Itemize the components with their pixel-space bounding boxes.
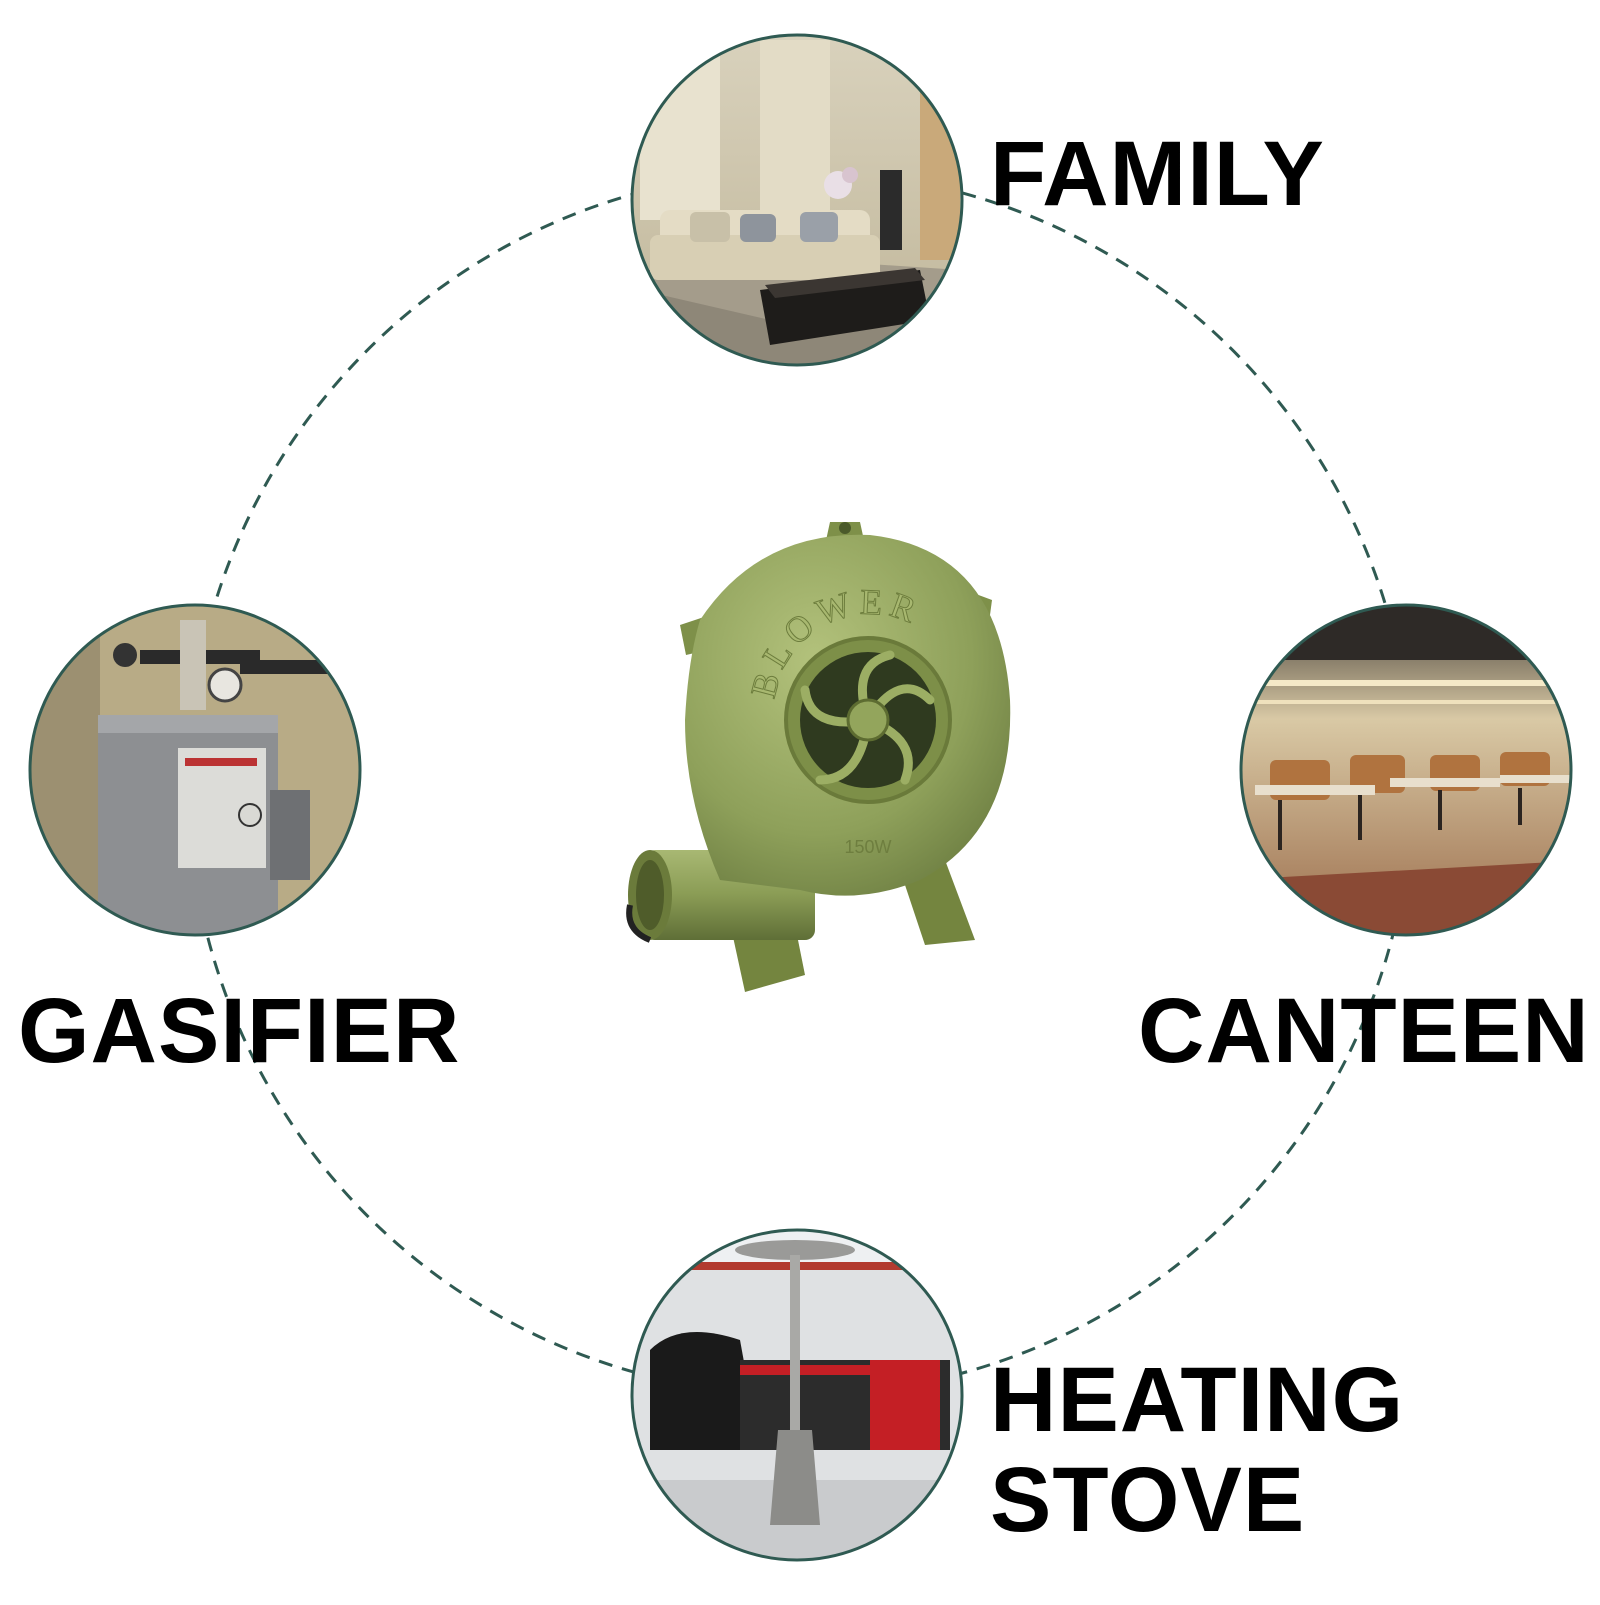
heating-stove-scene-image [630,1228,964,1562]
heating-stove-label: HEATING STOVE [990,1350,1404,1550]
family-scene-image [630,33,964,367]
power-rating-text: 150W [844,837,891,857]
gasifier-label: GASIFIER [18,980,461,1082]
gasifier-scene-image [28,603,362,937]
canteen-label: CANTEEN [1138,980,1590,1082]
heating-label-line1: HEATING [990,1349,1405,1451]
canteen-scene-image [1239,603,1573,937]
family-label: FAMILY [990,123,1325,225]
heating-label-line2: STOVE [990,1449,1306,1551]
blower-product-image: BLOWER 150W [626,522,1011,992]
